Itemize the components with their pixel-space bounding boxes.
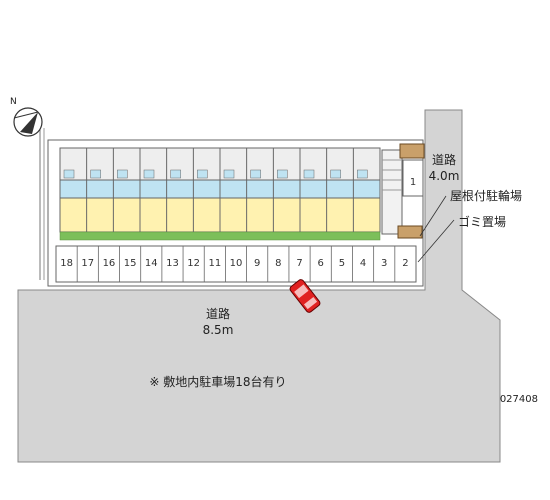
parking-space-number: 10 (230, 258, 243, 269)
parking-space-number: 3 (381, 258, 387, 269)
planting-strip (59, 231, 381, 241)
road-bottom-name: 道路 (206, 306, 230, 321)
car-icon (289, 279, 321, 313)
parking-space-number: 8 (275, 258, 281, 269)
left-fence (39, 128, 45, 280)
parking-row: 18 17 16 15 14 13 12 11 10 9 8 7 6 5 4 3 2 (55, 245, 417, 283)
parking-space-number: 11 (208, 258, 221, 269)
parking-note: ※ 敷地内駐車場18台有り (149, 374, 286, 389)
road-right-name: 道路 (432, 152, 456, 167)
parking-space-1-label: 1 (410, 177, 416, 188)
leader-garbage (417, 219, 455, 263)
bicycle-parking-label: 屋根付駐輪場 (450, 188, 522, 203)
parking-space-number: 7 (296, 258, 302, 269)
parking-space-number: 18 (60, 258, 73, 269)
bicycle-parking-roof (399, 143, 425, 159)
parking-space-number: 9 (254, 258, 260, 269)
parking-space-number: 14 (145, 258, 158, 269)
parking-space-number: 6 (318, 258, 324, 269)
parking-space-number: 16 (103, 258, 116, 269)
leader-bicycle (419, 195, 447, 237)
reference-code: 027408 (500, 394, 538, 405)
north-label: N (10, 97, 17, 107)
parking-space-number: 15 (124, 258, 137, 269)
apartment-building (59, 147, 381, 233)
parking-space-1 (402, 159, 424, 197)
garbage-area-label: ゴミ置場 (458, 214, 506, 229)
road-bottom-width: 8.5m (203, 323, 234, 337)
parking-space-number: 12 (187, 258, 200, 269)
road-right-width: 4.0m (429, 169, 460, 183)
parking-space-number: 13 (166, 258, 179, 269)
road-bottom (17, 109, 501, 463)
parking-space-number: 2 (402, 258, 408, 269)
parking-space-number: 17 (81, 258, 94, 269)
stair-corridor (381, 149, 403, 235)
parking-space-number: 5 (339, 258, 345, 269)
garbage-area-box (397, 225, 423, 239)
north-arrow-icon (13, 107, 43, 137)
parking-space-number: 4 (360, 258, 366, 269)
